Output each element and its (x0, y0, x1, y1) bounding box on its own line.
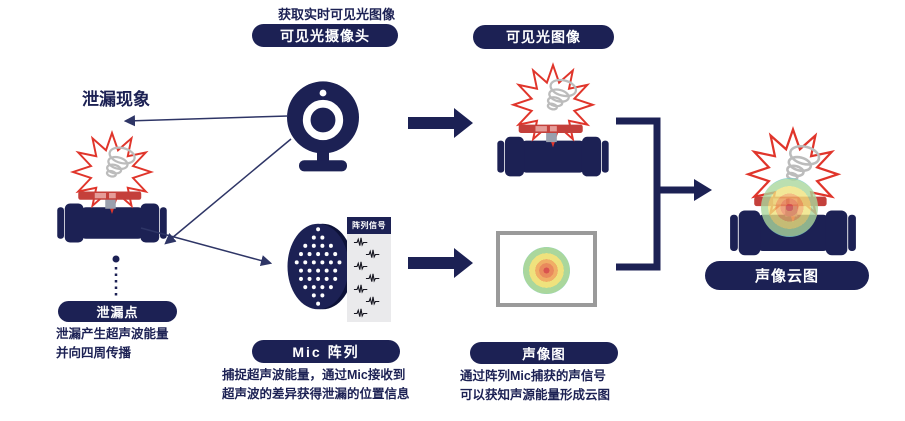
acoustic-description-line1: 通过阵列Mic捕获的声信号 (460, 369, 606, 383)
merge-bracket (616, 117, 661, 271)
mic-description-line2: 超声波的差异获得泄漏的位置信息 (222, 387, 410, 401)
waveform-icon (365, 249, 380, 259)
arrow-mic-to-soundmap-icon (408, 248, 473, 278)
array-signal-panel: 阵列信号 (347, 217, 391, 322)
array-signal-panel-title: 阵列信号 (347, 217, 391, 234)
leak-description-line2: 并向四周传播 (56, 346, 132, 360)
acoustic-description: 通过阵列Mic捕获的声信号 可以获知声源能量形成云图 (460, 367, 610, 405)
pill-leak-point: 泄漏点 (58, 301, 177, 322)
webcam-icon (287, 81, 359, 172)
merge-arrow-head-icon (694, 179, 712, 201)
leak-point-dot (112, 255, 120, 263)
mic-description-line1: 捕捉超声波能量，通过Mic接收到 (222, 368, 406, 382)
waveform-icon (365, 296, 380, 306)
pill-visible-image: 可见光图像 (473, 25, 614, 49)
acoustic-image-box (496, 231, 597, 307)
heading-leak-phenomenon: 泄漏现象 (82, 90, 150, 109)
waveform-icon (353, 308, 368, 318)
waveform-icon (365, 273, 380, 283)
waveform-list (347, 234, 391, 322)
arrow-camera-to-image-icon (408, 108, 473, 138)
waveform-icon (353, 261, 368, 271)
heatmap-overlay-icon (761, 178, 818, 237)
waveform-icon (353, 237, 368, 247)
heatmap-blob-icon (523, 247, 570, 294)
leak-description: 泄漏产生超声波能量 并向四周传播 (56, 325, 169, 363)
camera-to-leak-line (123, 115, 289, 127)
visible-light-valve-icon (496, 63, 610, 178)
pill-acoustic-image: 声像图 (470, 342, 618, 364)
pill-acoustic-cloud: 声像云图 (705, 261, 869, 290)
leaking-valve-icon (56, 131, 168, 244)
pill-mic-array: Mic 阵列 (252, 340, 400, 363)
top-caption: 获取实时可见光图像 (278, 7, 396, 22)
mic-description: 捕捉超声波能量，通过Mic接收到 超声波的差异获得泄漏的位置信息 (222, 366, 410, 404)
waveform-icon (353, 284, 368, 294)
mic-array-icon (287, 223, 354, 310)
leak-description-line1: 泄漏产生超声波能量 (56, 327, 169, 341)
pill-visible-camera: 可见光摄像头 (252, 24, 398, 47)
camera-view-line (164, 138, 292, 245)
acoustic-description-line2: 可以获知声源能量形成云图 (460, 388, 611, 402)
